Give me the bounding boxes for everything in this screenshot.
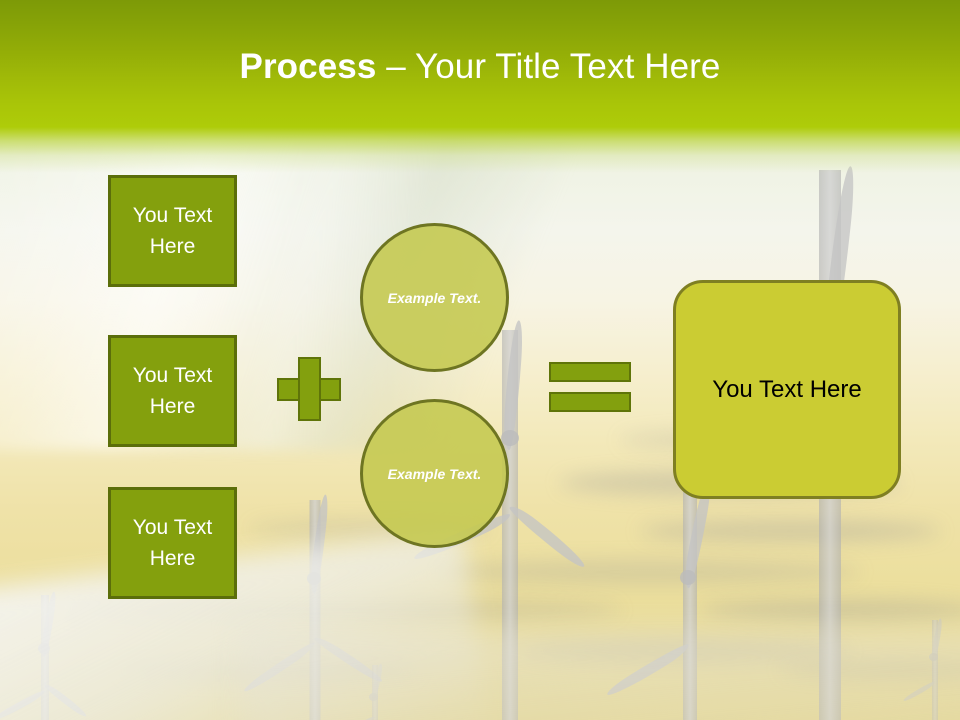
ground-haze xyxy=(240,630,960,720)
plus-operator-icon xyxy=(277,357,341,421)
plus-center-joint xyxy=(300,380,318,398)
turbine-hub xyxy=(680,570,696,585)
equals-operator-icon xyxy=(549,362,631,412)
example-circle-1[interactable]: Example Text. xyxy=(360,223,509,372)
result-box[interactable]: You Text Here xyxy=(673,280,901,499)
turbine-hub xyxy=(501,430,519,446)
cloud-band xyxy=(640,520,940,542)
input-box-3-label: You Text Here xyxy=(132,516,213,570)
equals-bottom-bar xyxy=(549,392,631,412)
equals-top-bar xyxy=(549,362,631,382)
page-title-strong: Process xyxy=(239,47,377,86)
input-box-1-label: You Text Here xyxy=(132,204,213,258)
input-box-1[interactable]: You Text Here xyxy=(108,175,237,287)
example-circle-2-label: Example Text. xyxy=(387,465,482,482)
example-circle-1-label: Example Text. xyxy=(387,289,482,306)
wind-turbine xyxy=(412,319,589,720)
input-box-2-label: You Text Here xyxy=(132,364,213,418)
slide-header-fade xyxy=(0,127,960,173)
page-title-rest: – Your Title Text Here xyxy=(376,47,721,86)
result-box-label: You Text Here xyxy=(712,375,862,403)
page-title: Process – Your Title Text Here xyxy=(0,45,960,89)
example-circle-2[interactable]: Example Text. xyxy=(360,399,509,548)
slide-header-bar xyxy=(0,0,960,127)
input-box-2[interactable]: You Text Here xyxy=(108,335,237,447)
input-box-3[interactable]: You Text Here xyxy=(108,487,237,599)
